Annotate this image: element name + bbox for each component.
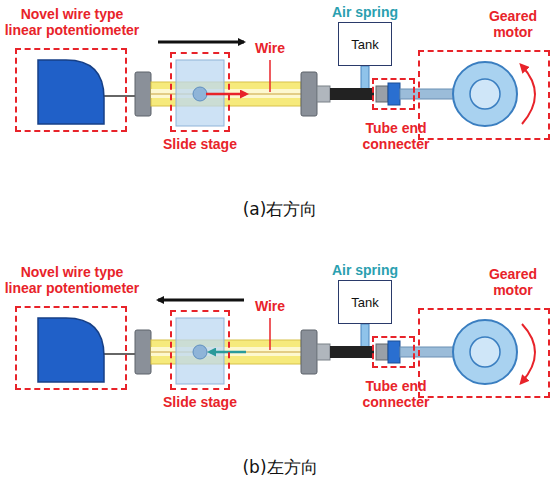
apparatus-a [38, 60, 517, 126]
slide-stage-frame: Slide stage [170, 52, 230, 132]
geared-motor-frame: Geared motor [418, 308, 550, 398]
wire-label: Wire [250, 298, 290, 314]
node-text: Tank [351, 295, 378, 310]
motion-arrow [158, 41, 244, 44]
node-heading: Slide stage [140, 394, 260, 410]
geared-motor-frame: Geared motor [418, 50, 550, 140]
tube-end-connector-frame: Tube end connecter [372, 78, 415, 110]
node-heading: Novel wire type linear potentiometer [2, 264, 142, 296]
node-heading: Geared motor [478, 8, 548, 40]
potentiometer-frame: Novel wire type linear potentiometer [15, 306, 127, 390]
node-heading: Geared motor [478, 266, 548, 298]
component-label: Air spring [315, 4, 415, 20]
node-heading: Slide stage [140, 136, 260, 152]
slide-stage-frame: Slide stage [170, 310, 230, 390]
potentiometer-frame: Novel wire type linear potentiometer [15, 48, 127, 132]
panel-caption: (a)右方向 [180, 198, 380, 221]
node-heading: Novel wire type linear potentiometer [2, 6, 142, 38]
flow-arrow [210, 351, 246, 354]
motion-arrow [158, 299, 244, 302]
node-heading: Tube end connecter [350, 120, 442, 152]
node-heading: Tube end connecter [350, 378, 442, 410]
node-text: Tank [351, 37, 378, 52]
component-label: Air spring [315, 262, 415, 278]
rotation-arrow [522, 324, 535, 382]
tank-box: Tank [338, 280, 392, 324]
tank-box: Tank [338, 22, 392, 66]
rotation-arrow [522, 66, 535, 124]
flow-arrow [206, 93, 246, 96]
panel-caption: (b)左方向 [180, 456, 380, 479]
apparatus-b [38, 318, 517, 384]
tube-end-connector-frame: Tube end connecter [372, 336, 415, 368]
wire-label: Wire [250, 40, 290, 56]
